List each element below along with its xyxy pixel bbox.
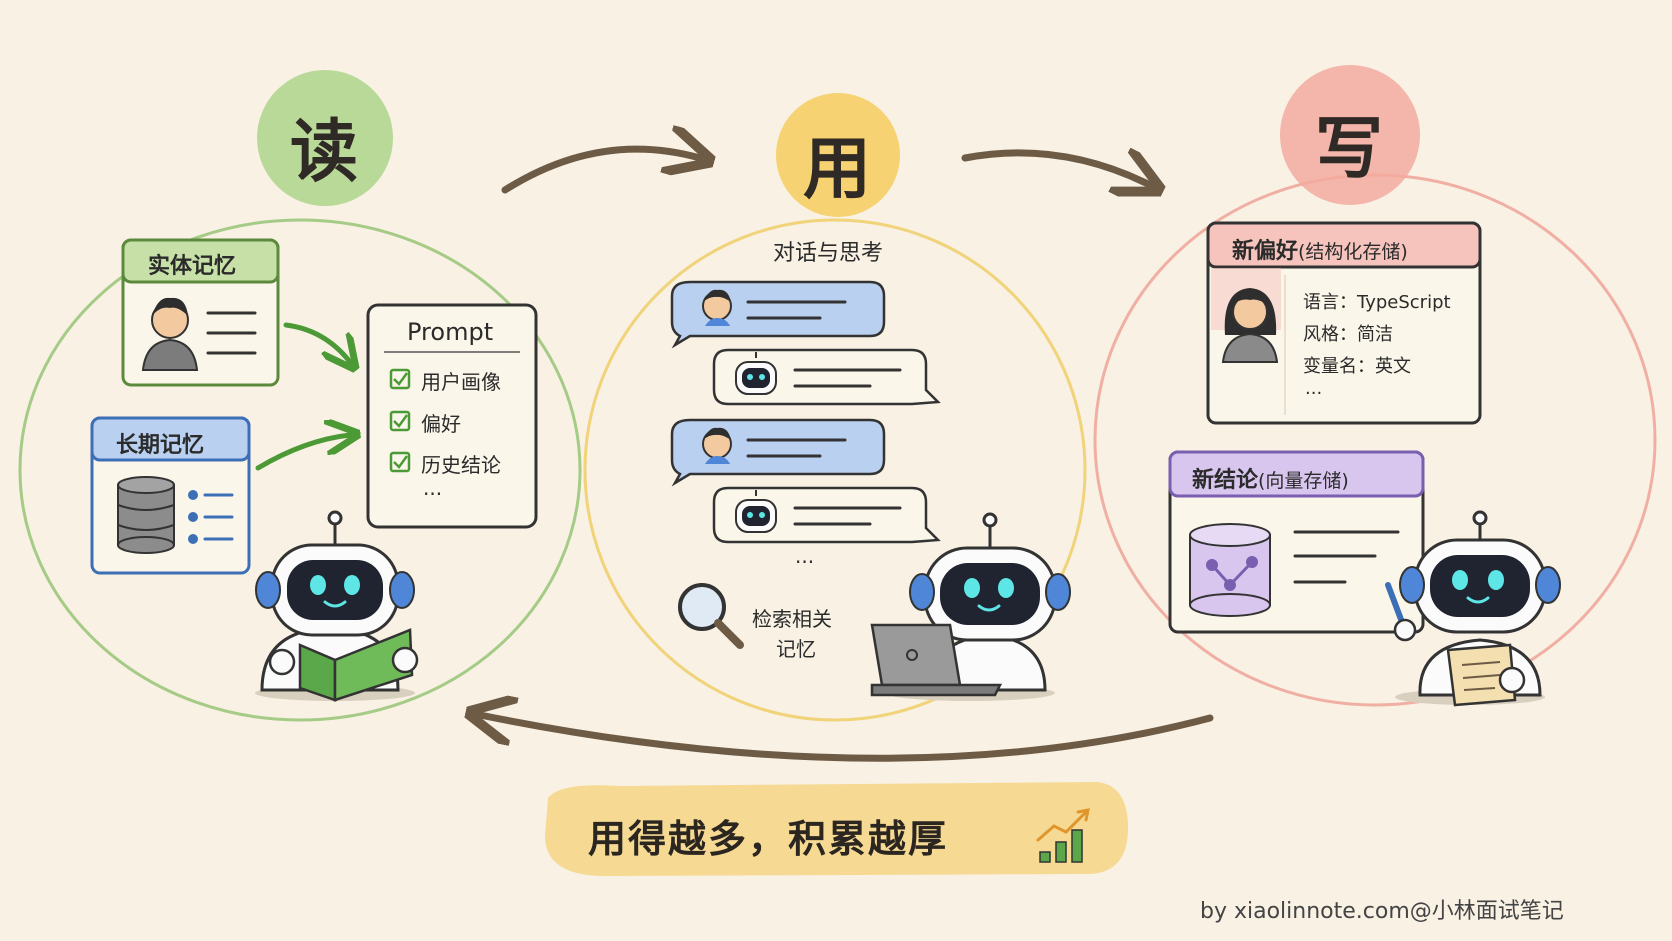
prompt-card-frame	[366, 303, 538, 529]
long-term-memory-title: 长期记忆	[116, 433, 205, 458]
stage-use-label: 用	[803, 130, 872, 209]
pref-field-style: 风格：简洁	[1303, 324, 1393, 345]
stage-read-label: 读	[290, 113, 359, 192]
prompt-item-user-profile: 用户画像	[421, 370, 501, 394]
entity-memory-title: 实体记忆	[148, 254, 237, 279]
female-avatar-icon	[1221, 288, 1279, 363]
write-title-blob	[1280, 65, 1420, 205]
chat-bubble-user-2	[670, 418, 886, 487]
entity-memory-card	[121, 238, 280, 387]
new-preference-card	[1206, 221, 1482, 425]
read-title-blob	[257, 70, 393, 206]
pref-ellipsis: ···	[1305, 383, 1323, 404]
search-memory-label-line2: 记忆	[776, 637, 816, 661]
new-conclusion-subtitle: (向量存储)	[1258, 470, 1349, 492]
robot-laptop-illustration	[870, 512, 1071, 701]
magnifier-icon	[678, 583, 744, 649]
prompt-item-preference: 偏好	[421, 412, 461, 436]
chat-bubble-bot-2	[712, 486, 941, 544]
growth-chart-icon	[1036, 808, 1090, 863]
use-circle	[583, 218, 1087, 722]
pref-field-variable-name: 变量名：英文	[1303, 356, 1411, 377]
person-avatar-icon	[141, 297, 199, 371]
credit-text: by xiaolinnote.com@小林面试笔记	[1200, 899, 1564, 924]
stage-write-label: 写	[1315, 110, 1384, 189]
arrow-read-to-use	[501, 149, 700, 194]
use-ellipsis: ···	[795, 550, 815, 574]
long-term-memory-card	[90, 416, 251, 575]
prompt-item-history-conclusion: 历史结论	[421, 453, 501, 477]
robot-writing-illustration	[1385, 510, 1561, 707]
use-title-blob	[776, 93, 900, 217]
new-conclusion-title: 新结论(向量存储)	[1192, 462, 1349, 494]
arrow-use-to-write	[961, 153, 1150, 185]
arrow-entity-to-prompt	[283, 322, 350, 362]
slogan-text: 用得越多，积累越厚	[588, 817, 949, 861]
use-title: 对话与思考	[773, 241, 884, 266]
pref-field-language: 语言：TypeScript	[1303, 292, 1451, 313]
slogan-highlight	[545, 782, 1128, 876]
new-preference-subtitle: (结构化存储)	[1298, 241, 1408, 263]
chat-bubble-bot-1	[712, 348, 941, 406]
chat-bubble-user-1	[670, 280, 886, 349]
new-preference-title-main: 新偏好	[1232, 239, 1299, 264]
read-circle	[18, 218, 582, 722]
new-conclusion-card	[1168, 450, 1425, 634]
robot-reading-illustration	[255, 510, 419, 702]
database-icon	[117, 476, 175, 554]
vector-database-icon	[1189, 523, 1271, 617]
search-memory-label-line1: 检索相关	[752, 607, 832, 631]
new-preference-title: 新偏好(结构化存储)	[1232, 233, 1408, 265]
prompt-ellipsis: ···	[423, 482, 443, 506]
new-conclusion-title-main: 新结论	[1192, 468, 1259, 493]
arrow-longterm-to-prompt	[255, 435, 350, 471]
arrow-write-to-read	[480, 715, 1214, 762]
prompt-title: Prompt	[407, 318, 494, 346]
